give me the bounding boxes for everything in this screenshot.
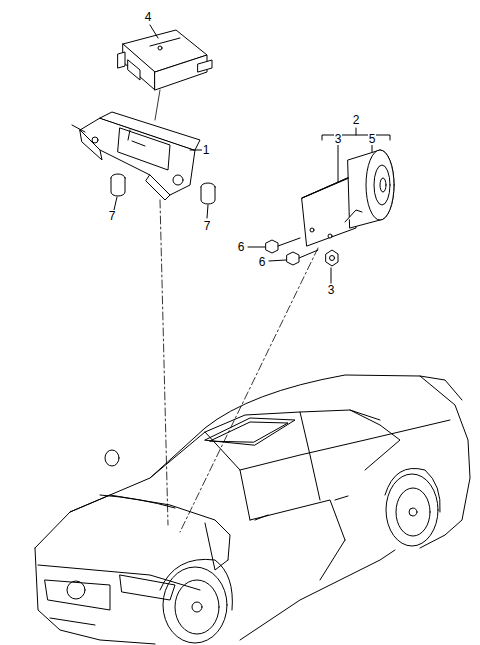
callout-number: 5 <box>368 133 377 145</box>
callout-number: 3 <box>327 284 336 296</box>
callout-number: 2 <box>352 114 361 126</box>
module-bracket <box>72 112 200 200</box>
control-module <box>118 30 212 90</box>
car-outline <box>35 375 470 644</box>
callout-number: 7 <box>108 210 117 222</box>
bolt <box>111 174 215 204</box>
callout-number: 1 <box>202 144 211 156</box>
callout-number: 7 <box>203 220 212 232</box>
callout-number: 6 <box>258 256 267 268</box>
horn <box>302 150 394 246</box>
callout-number: 4 <box>144 11 153 23</box>
callout-number: 3 <box>334 133 343 145</box>
callout-number: 6 <box>237 241 246 253</box>
bolt <box>266 238 338 266</box>
